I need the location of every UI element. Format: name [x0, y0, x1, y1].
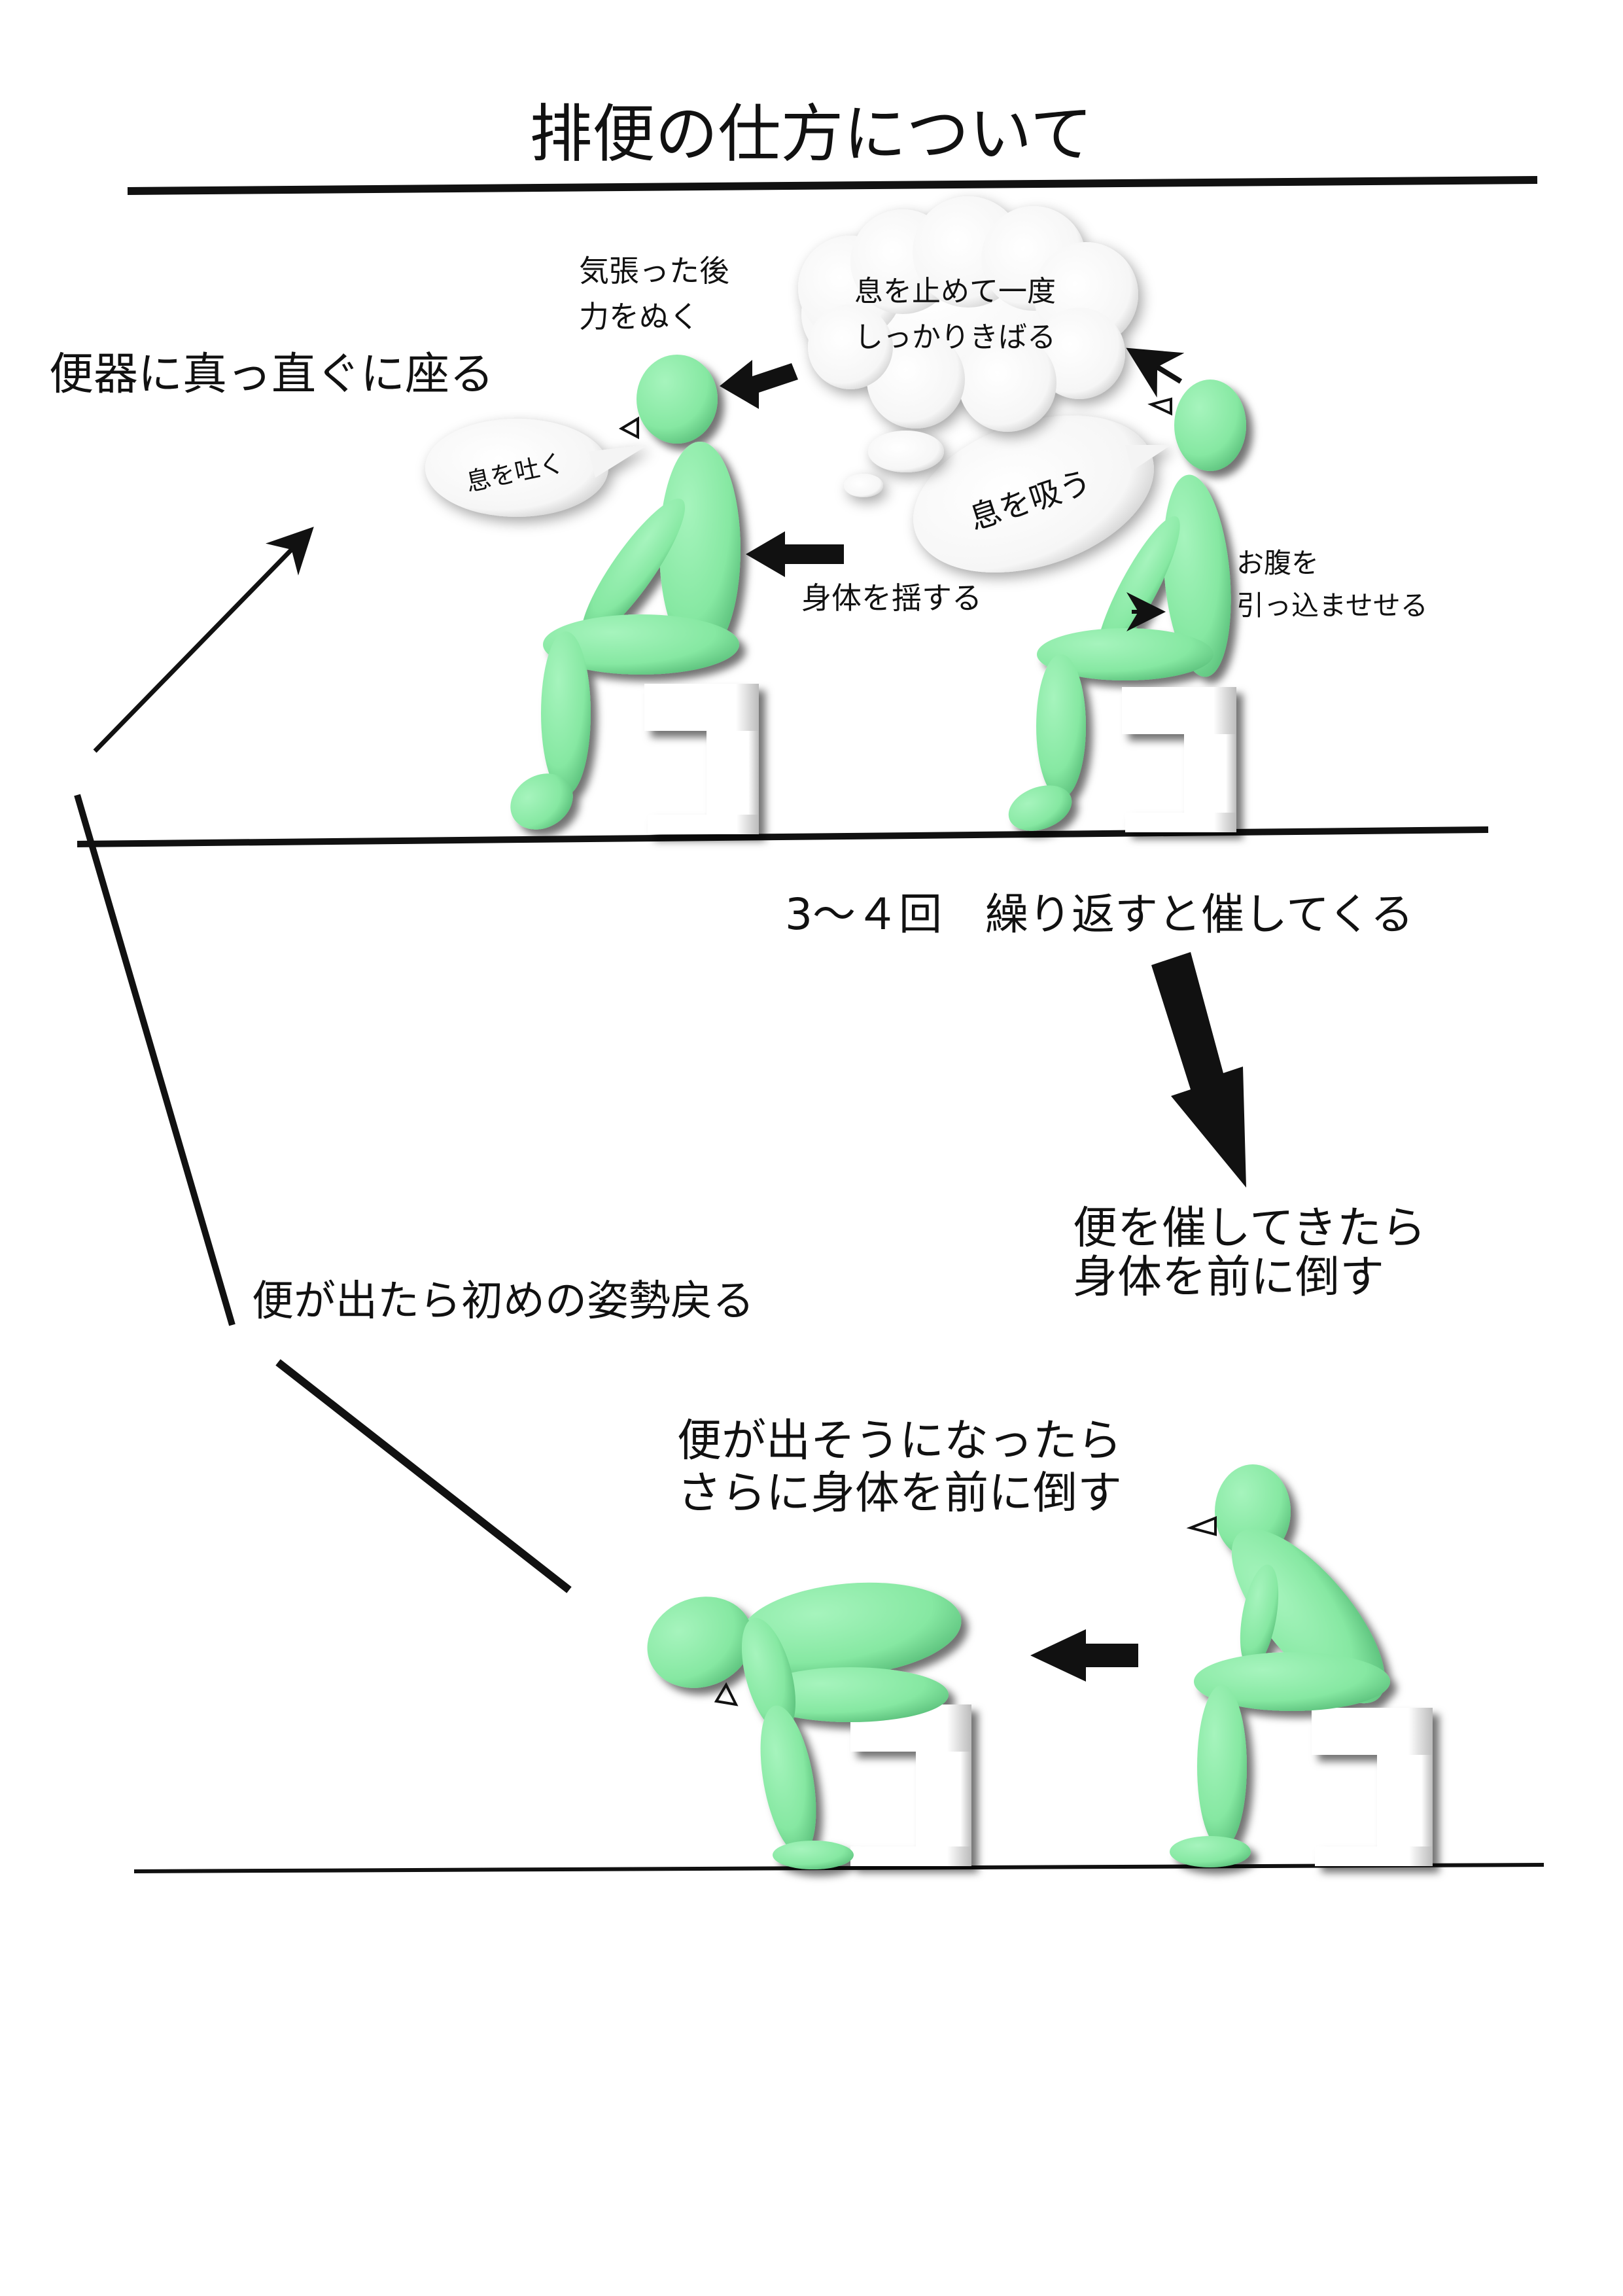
shin	[541, 631, 591, 795]
label-belly-1: お腹を	[1236, 547, 1319, 579]
figure-inhale	[1008, 380, 1246, 832]
figure-crouch	[647, 1582, 971, 1869]
label-after-strain-1: 気張った後	[579, 253, 729, 289]
upper-arm	[1240, 1564, 1279, 1668]
thought-puffs	[844, 431, 944, 497]
label-sit-straight: 便器に真っ直ぐに座る	[49, 349, 494, 400]
label-almost-1: 便が出そうになったら	[677, 1415, 1122, 1467]
thought-text-2: しっかりきばる	[854, 321, 1056, 354]
bubble-inhale	[913, 415, 1171, 573]
upper-arm	[741, 1617, 796, 1733]
figure-lean-forward	[1170, 1464, 1433, 1867]
mouth-mark-4	[714, 1682, 739, 1706]
mouth-mark-1	[618, 416, 639, 440]
toilet-2	[1122, 687, 1236, 832]
label-almost-2: さらに身体を前に倒す	[677, 1468, 1122, 1519]
head	[1174, 380, 1246, 471]
torso	[659, 442, 741, 658]
title-underline	[127, 176, 1538, 195]
floor-line-bottom	[133, 1863, 1544, 1873]
toilet-1	[644, 684, 759, 834]
head	[647, 1597, 753, 1688]
bubble-exhale	[425, 419, 648, 517]
thigh	[1194, 1652, 1390, 1711]
thought-cloud	[798, 196, 1138, 432]
label-urge-2: 身体を前に倒す	[1073, 1252, 1384, 1303]
foot	[1008, 785, 1072, 831]
mouth-mark-3	[1186, 1516, 1217, 1536]
label-urge-1: 便を催してきたら	[1073, 1203, 1426, 1254]
shin	[1197, 1685, 1247, 1848]
page-title: 排便の仕方について	[529, 97, 1092, 171]
torso	[1163, 474, 1231, 677]
arrow-lean-more	[1030, 1629, 1138, 1682]
foot	[1170, 1836, 1251, 1867]
shin	[1036, 654, 1086, 798]
label-return: 便が出たら初めの姿勢戻る	[252, 1277, 754, 1326]
upper-arm	[1096, 516, 1180, 662]
thigh	[543, 614, 739, 675]
label-belly-2: 引っ込ませせる	[1236, 590, 1428, 622]
mouth-mark-2	[1147, 397, 1172, 416]
big-down-arrow	[1151, 952, 1246, 1188]
thought-text-1: 息を止めて一度	[854, 275, 1056, 308]
label-rock-body: 身体を揺する	[801, 580, 982, 616]
thigh	[1037, 628, 1213, 680]
thigh	[752, 1667, 949, 1722]
arrow-to-cloud	[1126, 347, 1185, 398]
upper-arm	[581, 498, 686, 641]
foot	[510, 773, 573, 830]
head	[637, 355, 718, 444]
figure-exhale	[510, 355, 759, 834]
return-arrow-lower	[275, 1359, 572, 1593]
return-arrow-long	[74, 794, 236, 1326]
foot	[773, 1841, 854, 1869]
floor-line-top	[77, 826, 1489, 847]
toilet-4	[850, 1704, 971, 1866]
return-arrow-up	[93, 526, 314, 753]
shin	[760, 1705, 816, 1854]
arrow-to-head	[720, 360, 798, 409]
toilet-3	[1312, 1708, 1433, 1866]
arrow-to-body	[746, 531, 844, 577]
label-repeat: 3～４回 繰り返すと催してくる	[785, 889, 1414, 940]
torso	[739, 1582, 962, 1676]
label-after-strain-2: 力をぬく	[579, 299, 699, 334]
